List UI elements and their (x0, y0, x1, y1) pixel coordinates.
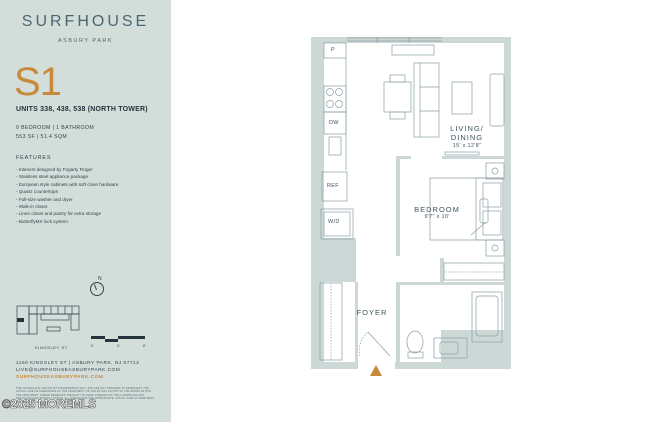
compass-icon (90, 282, 104, 296)
website-link[interactable]: SURFHOUSEASBURYPARK.COM (16, 375, 104, 380)
foyer-label: FOYER (356, 308, 388, 317)
address: 1150 KINGSLEY ST | ASBURY PARK, NJ 07712 (16, 361, 140, 366)
feature-item: Stainless steel appliance package (16, 173, 118, 180)
fridge-label: REF (327, 183, 339, 189)
feature-item: European style cabinets with soft close … (16, 181, 119, 188)
entry-arrow-icon (370, 365, 382, 376)
living-room-dimensions: 15' x 12'8" (452, 143, 482, 149)
pantry-label: P (331, 47, 335, 53)
features-title: FEATURES (16, 155, 52, 161)
unit-code: S1 (14, 60, 62, 104)
feature-item: ButterflyMX lock system (16, 218, 118, 225)
watermark: ©2025 MOREMLS (2, 397, 97, 412)
washer-dryer-label: W/D (328, 219, 340, 225)
feature-item: Linen closet and pantry for extra storag… (16, 210, 118, 217)
living-room-label-2: DINING (450, 133, 484, 142)
north-label: N (98, 276, 102, 282)
dishwasher-label: DW (329, 120, 339, 126)
info-sidebar: SURFHOUSE ASBURY PARK S1 UNITS 338, 438,… (0, 0, 171, 422)
unit-numbers: UNITS 338, 438, 538 (NORTH TOWER) (16, 106, 148, 113)
brand-name: SURFHOUSE (21, 13, 150, 30)
feature-item: Interiors designed by Fogarty Finger (16, 166, 118, 173)
unit-size: 553 SF | 51.4 SQM (16, 134, 68, 140)
disclaimer: THE FLOORPLANS AND ARTIST'S RENDERINGS O… (16, 387, 155, 404)
street-label: KINGSLEY ST (35, 345, 68, 350)
bedroom-dimensions: 9'7" x 10' (424, 214, 450, 220)
living-room-label: LIVING/ (450, 124, 484, 133)
features-list: Interiors designed by Fogarty Finger Sta… (16, 166, 119, 225)
brand-subtitle: ASBURY PARK (57, 38, 114, 44)
unit-specs: 0 BEDROOM | 1 BATHROOM 553 SF | 51.4 SQM (16, 124, 94, 142)
bedroom-label: BEDROOM (414, 205, 460, 214)
feature-item: Full-size washer and dryer (16, 196, 118, 203)
beds-baths: 0 BEDROOM | 1 BATHROOM (16, 125, 95, 131)
contact-info: 1150 KINGSLEY ST | ASBURY PARK, NJ 07712… (16, 360, 139, 381)
email-link[interactable]: LIVE@SURFHOUSEASBURYPARK.COM (16, 368, 121, 373)
feature-item: Quartz countertops (16, 188, 118, 195)
building-keyplan (16, 305, 80, 335)
feature-item: Walk-in closet (16, 203, 118, 210)
